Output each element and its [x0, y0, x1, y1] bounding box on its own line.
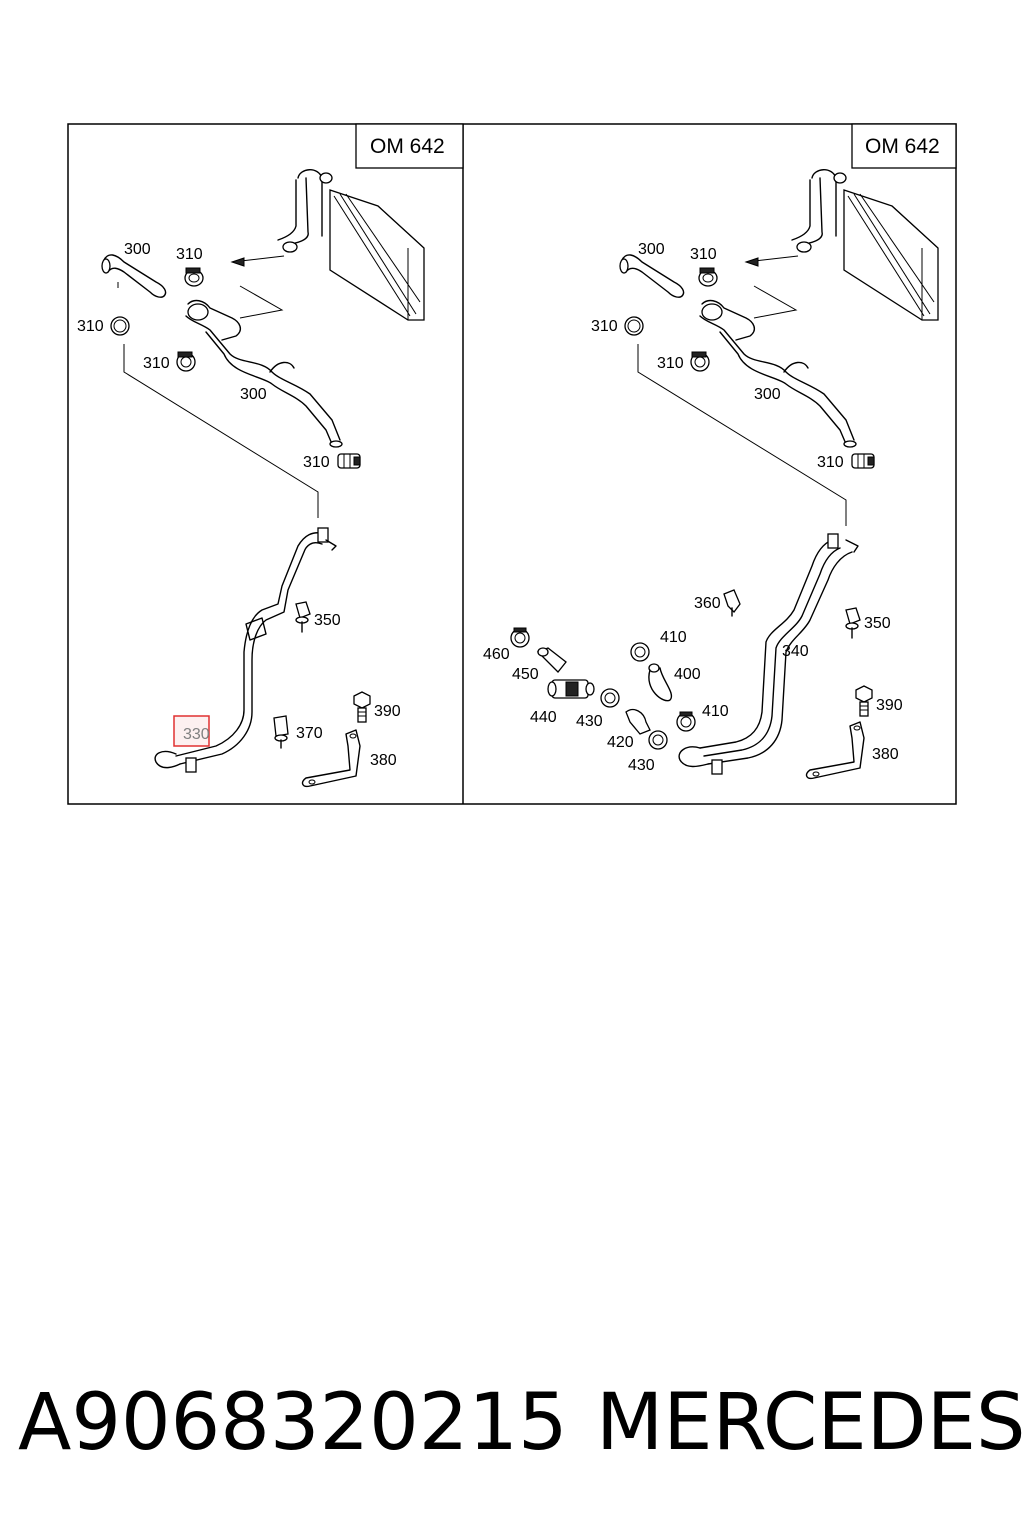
leader-line — [239, 285, 284, 319]
panel-title-box — [851, 123, 957, 169]
diagram-frame — [67, 123, 957, 805]
part-number: A9068320215 — [18, 1378, 568, 1468]
label-390: 390 — [876, 697, 903, 714]
panel-title: OM 642 — [370, 135, 445, 158]
clamp-310-left — [624, 316, 644, 336]
leader-line — [637, 344, 847, 526]
clamp-410-top — [630, 642, 650, 662]
clamp-310-upper — [698, 267, 718, 287]
label-430-a: 430 — [576, 713, 603, 730]
left-panel: OM 642 300 — [77, 123, 464, 788]
leader-line — [753, 285, 798, 319]
panel-title: OM 642 — [865, 135, 940, 158]
hose-300-upper — [101, 254, 167, 298]
hose-420 — [625, 708, 651, 735]
bracket-380 — [805, 721, 865, 780]
right-panel: OM 642 300 — [483, 123, 957, 780]
heat-exchanger — [277, 169, 425, 321]
label-350: 350 — [864, 615, 891, 632]
hose-300-lower — [699, 299, 857, 448]
brand-name: MERCEDES — [596, 1378, 1024, 1468]
label-310-lower: 310 — [303, 454, 330, 471]
label-380: 380 — [872, 746, 899, 763]
bolt-390 — [855, 685, 873, 717]
label-310-mid: 310 — [143, 355, 170, 372]
clamp-310-mid — [176, 351, 196, 372]
leader-line — [123, 344, 319, 518]
highlight-box — [173, 715, 210, 747]
clamp-410-bottom — [676, 711, 696, 732]
clamp-310-mid — [690, 351, 710, 372]
pipe-330 — [154, 527, 337, 773]
clamp-310-left — [110, 316, 130, 336]
label-450: 450 — [512, 666, 539, 683]
pipe-340 — [678, 533, 859, 775]
hose-300-lower — [185, 299, 343, 448]
label-310-lower: 310 — [817, 454, 844, 471]
heat-exchanger — [791, 169, 939, 321]
valve-440 — [547, 679, 595, 699]
clamp-310-upper — [184, 267, 204, 287]
clip-350 — [295, 601, 311, 633]
clip-370 — [273, 715, 289, 749]
label-390: 390 — [374, 703, 401, 720]
label-300-lower: 300 — [754, 386, 781, 403]
bolt-390 — [353, 691, 371, 723]
label-310-left: 310 — [77, 318, 104, 335]
hose-300-upper — [619, 254, 685, 298]
clamp-460 — [510, 627, 530, 648]
clip-360 — [723, 589, 741, 617]
label-440: 440 — [530, 709, 557, 726]
clamp-430-b — [648, 730, 668, 750]
panel-title-box — [355, 123, 464, 169]
bracket-380 — [301, 729, 361, 788]
label-340: 340 — [782, 643, 809, 660]
label-430-b: 430 — [628, 757, 655, 774]
label-420: 420 — [607, 734, 634, 751]
label-310-upper: 310 — [690, 246, 717, 263]
hose-400 — [648, 663, 673, 702]
label-400: 400 — [674, 666, 701, 683]
clamp-310-lower — [851, 453, 875, 469]
label-300-upper: 300 — [124, 241, 151, 258]
label-330-highlighted: 330 — [183, 726, 210, 743]
hose-450 — [536, 647, 567, 673]
clip-350 — [845, 607, 861, 639]
label-460: 460 — [483, 646, 510, 663]
label-350: 350 — [314, 612, 341, 629]
clamp-310-lower — [337, 453, 361, 469]
label-300-lower: 300 — [240, 386, 267, 403]
label-410-top: 410 — [660, 629, 687, 646]
clamp-430-a — [600, 688, 620, 708]
label-380: 380 — [370, 752, 397, 769]
label-300-upper: 300 — [638, 241, 665, 258]
label-310-upper: 310 — [176, 246, 203, 263]
label-310-mid: 310 — [657, 355, 684, 372]
caption: A9068320215 MERCEDES — [0, 1368, 1024, 1478]
label-370: 370 — [296, 725, 323, 742]
label-410-bottom: 410 — [702, 703, 729, 720]
label-360: 360 — [694, 595, 721, 612]
label-310-left: 310 — [591, 318, 618, 335]
